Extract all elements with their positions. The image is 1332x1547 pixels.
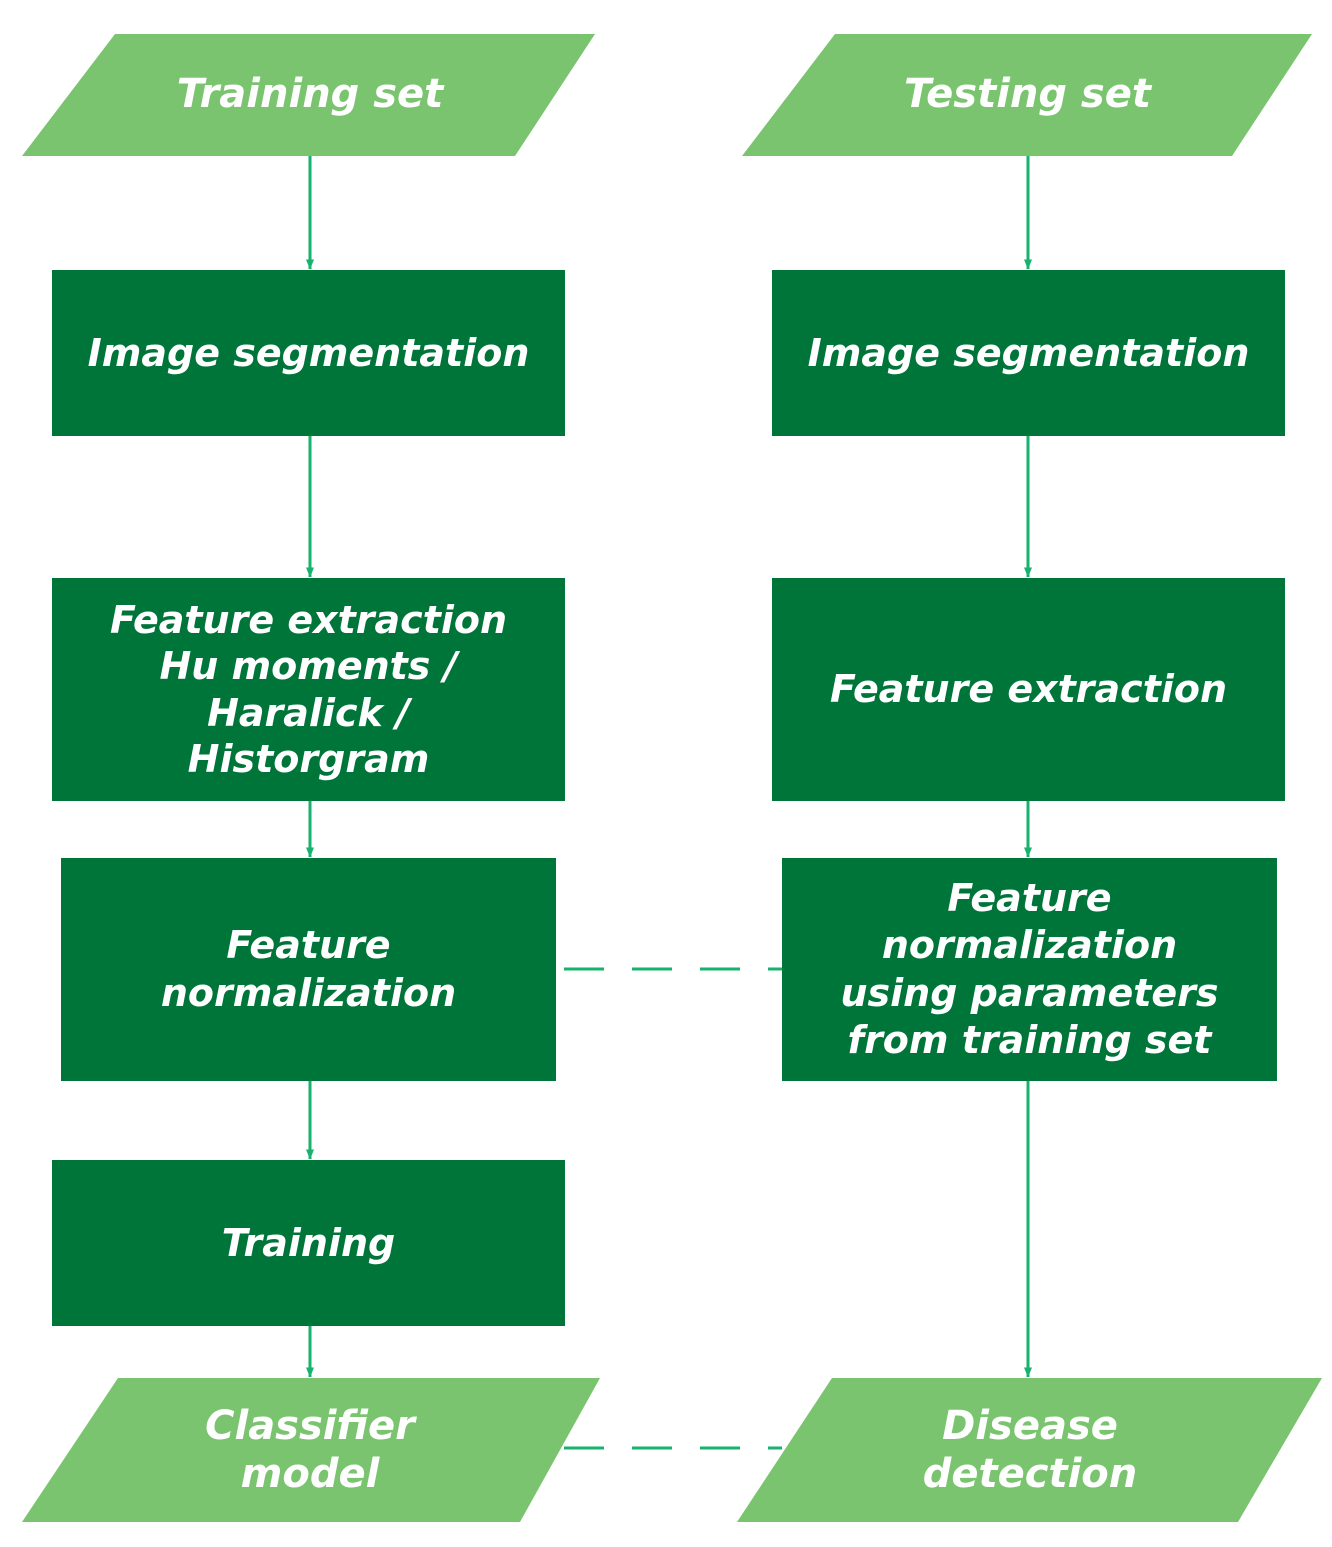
classifier-model-label: Classifier model (205, 1403, 415, 1497)
test-image-segmentation-label: Image segmentation (807, 330, 1250, 375)
classifier-model-parallelogram (22, 1378, 600, 1522)
training-label: Training (221, 1220, 396, 1265)
train-image-segmentation-label: Image segmentation (87, 330, 530, 375)
training-box (52, 1160, 565, 1326)
test-feature-extraction-label: Feature extraction (829, 667, 1228, 712)
test-feature-extraction-box (772, 578, 1285, 801)
training-set-parallelogram (22, 34, 595, 156)
train-feature-extraction-label: Feature extraction Hu moments / Haralick… (109, 597, 508, 781)
train-feature-extraction-box (52, 578, 565, 801)
testing-set-parallelogram (742, 34, 1312, 156)
disease-detection-label: Disease detection (922, 1403, 1138, 1497)
test-feature-normalization-label: Feature normalization using parameters f… (840, 875, 1219, 1063)
train-feature-normalization-box (61, 858, 556, 1081)
testing-set-label: Testing set (904, 71, 1151, 118)
test-feature-normalization-box (782, 858, 1277, 1081)
disease-detection-parallelogram (737, 1378, 1322, 1522)
training-set-label: Training set (176, 71, 444, 118)
test-image-segmentation-box (772, 270, 1285, 436)
train-image-segmentation-box (52, 270, 565, 436)
train-feature-normalization-label: Feature normalization (160, 923, 457, 1015)
